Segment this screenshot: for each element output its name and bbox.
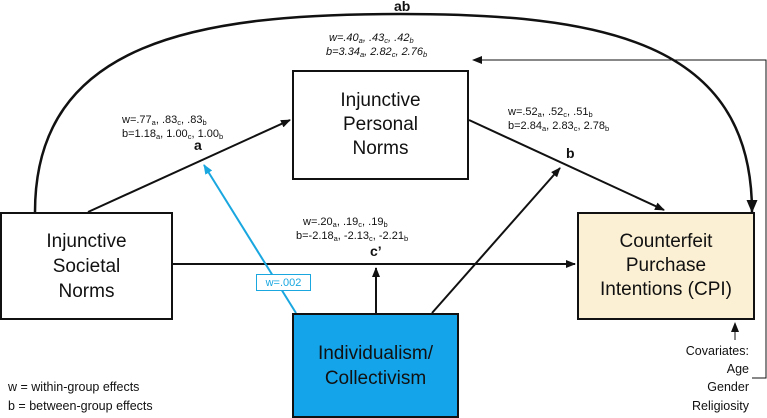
box-line: Counterfeit: [619, 231, 713, 252]
box-line: Injunctive: [46, 230, 127, 252]
covariate-religiosity: Religiosity: [692, 399, 749, 413]
ab-path-letter: ab: [394, 0, 411, 14]
ab-path-arrow: [33, 12, 758, 213]
box-line: Societal: [52, 255, 121, 277]
injunctive-societal-norms-box: Injunctive Societal Norms: [0, 212, 173, 320]
individualism-collectivism-box: Individualism/ Collectivism: [292, 313, 459, 418]
box-line: Individualism/: [317, 342, 434, 364]
box-line: Norms: [58, 280, 115, 302]
covariates-bracket: [472, 56, 767, 379]
box-line: Collectivism: [324, 367, 427, 389]
b-path-arrow: [468, 119, 665, 211]
b-b-coefficients: b=2.84a, 2.83c, 2.78b: [508, 120, 610, 133]
a-path-letter: a: [194, 137, 202, 153]
c-w-coefficients: w=.20a, .19c, .19b: [303, 216, 388, 229]
moderator-to-b-arrow: [431, 167, 561, 314]
ab-b-coefficients: b=3.34a, 2.82c, 2.76b: [326, 46, 428, 59]
a-w-coefficients: w=.77a, .83c, .83b: [122, 114, 207, 127]
c-b-coefficients: b=-2.18a, -2.13c, -2.21b: [296, 230, 409, 243]
box-line: Injunctive: [340, 90, 421, 111]
covariate-age: Age: [726, 362, 749, 376]
legend-within: w = within-group effects: [8, 380, 140, 394]
b-path-letter: b: [566, 145, 575, 161]
b-w-coefficients: w=.52a, .52c, .51b: [508, 106, 593, 119]
a-b-coefficients: b=1.18a, 1.00c, 1.00b: [122, 128, 224, 141]
legend-between: b = between-group effects: [8, 399, 153, 413]
box-line: Norms: [352, 138, 409, 159]
box-line: Intentions (CPI): [600, 279, 732, 300]
covariates-title: Covariates:: [685, 344, 749, 358]
counterfeit-purchase-intentions-box: Counterfeit Purchase Intentions (CPI): [577, 212, 755, 320]
ab-w-coefficients: w=.40a, .43c, .42b: [329, 32, 414, 45]
c-prime-path-letter: c’: [370, 243, 382, 259]
box-line: Personal: [343, 114, 418, 135]
covariate-gender: Gender: [707, 380, 749, 394]
a-path-arrow: [87, 119, 291, 213]
moderation-coefficient-badge: w=.002: [256, 274, 311, 291]
injunctive-personal-norms-box: Injunctive Personal Norms: [292, 70, 469, 180]
box-line: Purchase: [625, 255, 707, 276]
